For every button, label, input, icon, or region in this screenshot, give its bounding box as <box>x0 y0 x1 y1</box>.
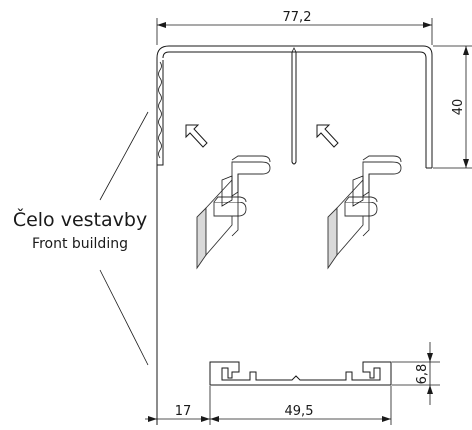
dimension-bottom-height: 6,8 <box>392 342 440 405</box>
dimension-bottom-height-value: 6,8 <box>415 364 430 385</box>
insert-arrow-right <box>316 124 339 148</box>
clip-part-right <box>327 155 402 270</box>
dimension-top-width: 77,2 <box>156 10 433 45</box>
clip-part-left <box>196 155 271 270</box>
dimension-bottom-left-value: 17 <box>175 404 192 419</box>
dimension-right-height-value: 40 <box>451 99 466 116</box>
label-front-en: Front building <box>32 236 128 252</box>
dimension-right-height: 40 <box>433 45 472 169</box>
dimension-bottom-widths: 17 49,5 <box>145 386 392 425</box>
dimension-top-width-value: 77,2 <box>283 10 312 25</box>
label-front-cz: Čelo vestavby <box>13 207 147 231</box>
insert-arrow-left <box>185 124 208 148</box>
top-rail-profile <box>156 45 433 169</box>
bottom-rail-profile <box>209 361 392 386</box>
dimension-bottom-width-value: 49,5 <box>285 404 314 419</box>
front-building-label: Čelo vestavby Front building <box>13 111 149 366</box>
